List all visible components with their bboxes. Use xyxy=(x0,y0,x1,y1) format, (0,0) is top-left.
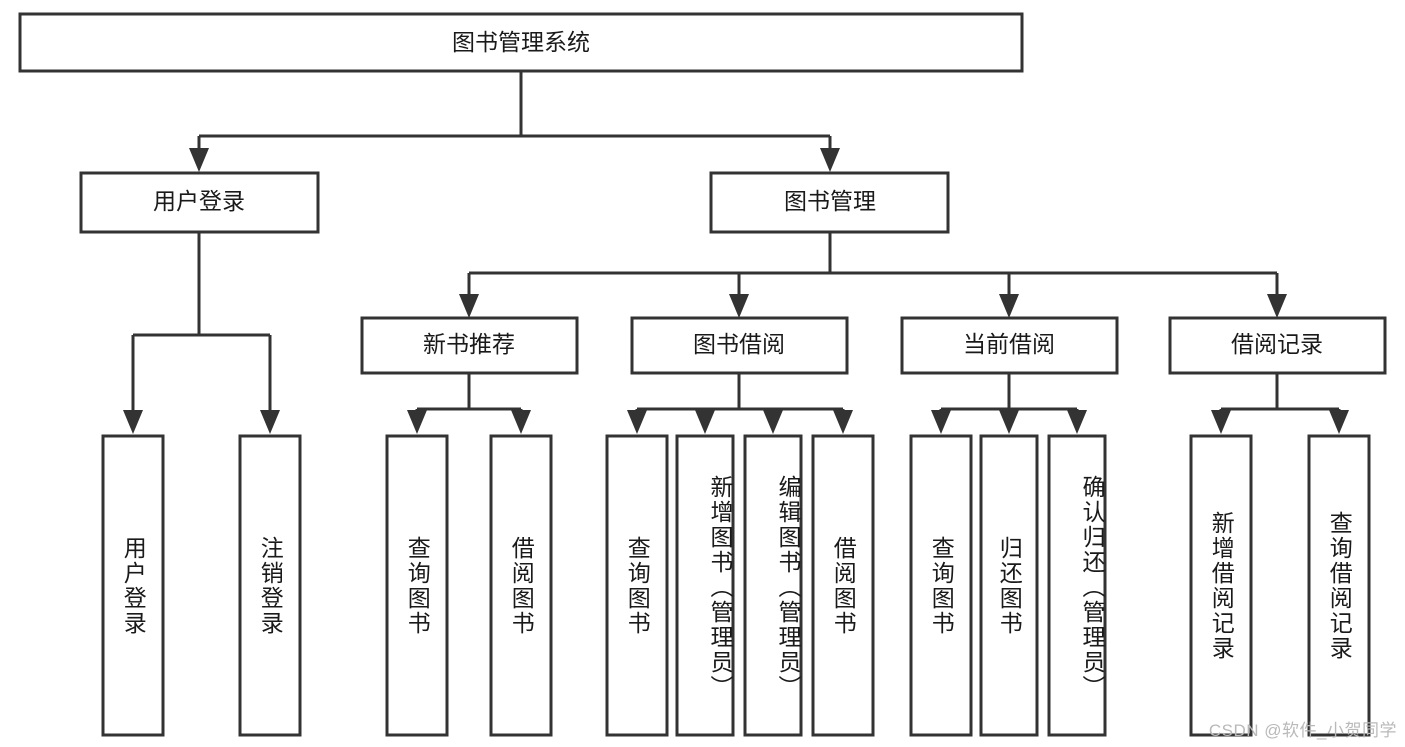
node-leaf-query-record[interactable] xyxy=(1307,434,1371,737)
node-leaf-edit-book[interactable] xyxy=(743,434,803,737)
node-leaf-confirm-return[interactable] xyxy=(1047,434,1107,737)
node-leaf-query-book-3[interactable] xyxy=(909,434,973,737)
node-leaf-query-book-2[interactable] xyxy=(605,434,669,737)
watermark-text: CSDN @软件_小贺同学 xyxy=(1208,721,1397,740)
node-leaf-logout[interactable] xyxy=(238,434,302,737)
node-leaf-return-book[interactable] xyxy=(979,434,1039,737)
arrow-to-leaf-query-book-2 xyxy=(627,410,647,434)
node-leaf-borrow-book-1[interactable] xyxy=(489,434,553,737)
horizontal-labels-group: 图书管理系统 用户登录 图书管理 新书推荐 图书借阅 当前借阅 借阅记录 xyxy=(153,29,1323,357)
node-leaf-add-record[interactable] xyxy=(1189,434,1253,737)
arrow-to-leaf-user-login xyxy=(123,410,143,434)
arrow-to-leaf-borrow-book-1 xyxy=(511,410,531,434)
node-borrow-record[interactable] xyxy=(1168,316,1387,375)
node-leaf-query-book-1[interactable] xyxy=(385,434,449,737)
arrow-to-new-book-recommend xyxy=(459,294,479,318)
node-leaf-add-book[interactable] xyxy=(675,434,735,737)
node-book-management[interactable] xyxy=(709,171,950,234)
nodes-group xyxy=(18,12,1387,737)
arrow-to-book-borrow xyxy=(729,294,749,318)
arrow-to-leaf-add-record xyxy=(1211,410,1231,434)
arrow-to-leaf-query-book-3 xyxy=(931,410,951,434)
arrow-to-leaf-confirm-return xyxy=(1067,410,1087,434)
node-leaf-borrow-book-2[interactable] xyxy=(811,434,875,737)
label-book-management: 图书管理 xyxy=(784,188,876,214)
label-current-borrow: 当前借阅 xyxy=(963,331,1055,357)
label-new-book-recommend: 新书推荐 xyxy=(423,331,515,357)
label-root: 图书管理系统 xyxy=(452,29,590,55)
edges-group xyxy=(123,71,1349,434)
arrow-to-leaf-edit-book xyxy=(763,410,783,434)
arrow-to-leaf-borrow-book-2 xyxy=(833,410,853,434)
arrow-to-borrow-record xyxy=(1267,294,1287,318)
arrow-to-current-borrow xyxy=(999,294,1019,318)
node-new-book-recommend[interactable] xyxy=(360,316,579,375)
label-borrow-record: 借阅记录 xyxy=(1231,331,1323,357)
node-current-borrow[interactable] xyxy=(900,316,1119,375)
node-user-login[interactable] xyxy=(79,171,320,234)
arrow-to-leaf-logout xyxy=(260,410,280,434)
arrow-to-leaf-query-book-1 xyxy=(407,410,427,434)
arrow-to-book-management xyxy=(820,148,840,172)
arrow-to-leaf-add-book xyxy=(695,410,715,434)
arrow-to-leaf-query-record xyxy=(1329,410,1349,434)
arrow-to-leaf-return-book xyxy=(999,410,1019,434)
label-book-borrow: 图书借阅 xyxy=(693,331,785,357)
label-user-login: 用户登录 xyxy=(153,188,245,214)
node-root[interactable] xyxy=(18,12,1024,73)
node-book-borrow[interactable] xyxy=(630,316,849,375)
node-leaf-user-login[interactable] xyxy=(101,434,165,737)
arrow-to-user-login xyxy=(189,148,209,172)
